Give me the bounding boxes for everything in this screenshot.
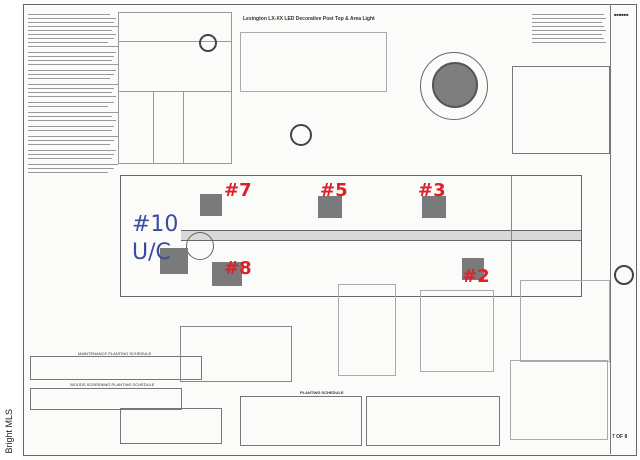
- under-contract-label: U/C: [132, 240, 171, 265]
- lighting-schedule-table: [118, 12, 232, 164]
- planting-schedule-table-2: [366, 396, 500, 446]
- lot-3-label: #3: [418, 180, 446, 201]
- lot-detail: [512, 66, 610, 154]
- lot-5-label: #5: [320, 180, 348, 201]
- watermark-text: Bright MLS: [4, 409, 14, 454]
- lot-7-label: #7: [224, 180, 252, 201]
- light-pole-detail: [520, 280, 610, 362]
- lot-2-label: #2: [462, 266, 490, 287]
- tree-planting-detail: [338, 284, 396, 376]
- cul-de-sac: [186, 232, 214, 260]
- planting-schedule-table-3: [120, 408, 222, 444]
- planting-schedule-title: PLANTING SCHEDULE: [300, 390, 344, 395]
- product-title: Lexington LX-XX LED Decorative Post Top …: [243, 16, 375, 22]
- woods-header: WOODS SCREENING PLANTING SCHEDULE: [70, 382, 155, 387]
- titleblock-divider: [610, 4, 611, 454]
- evergreen-planting-detail: [420, 290, 494, 372]
- main-site-plan: [120, 175, 582, 297]
- woods-table: [30, 388, 182, 410]
- firm-logo-icon: [614, 265, 634, 285]
- product-spec-table: [240, 32, 387, 92]
- landscape-detail: [180, 326, 292, 382]
- watermark-strip: Bright MLS: [0, 0, 22, 460]
- planting-schedule-table: [240, 396, 362, 446]
- maintenance-table: [30, 356, 202, 380]
- sheet-border: [23, 4, 637, 456]
- maintenance-header: MAINTENANCE PLANTING SCHEDULE: [78, 351, 152, 356]
- lot-8-label: #8: [224, 258, 252, 279]
- titleblock-text: ■■■■■■: [614, 12, 629, 17]
- sheet-number: 7 OF 8: [612, 434, 628, 440]
- fixture-icon: [199, 34, 217, 52]
- legend-box: [510, 360, 608, 440]
- light-fixture-icon: [290, 124, 312, 146]
- lot-10-label: #10: [132, 212, 179, 237]
